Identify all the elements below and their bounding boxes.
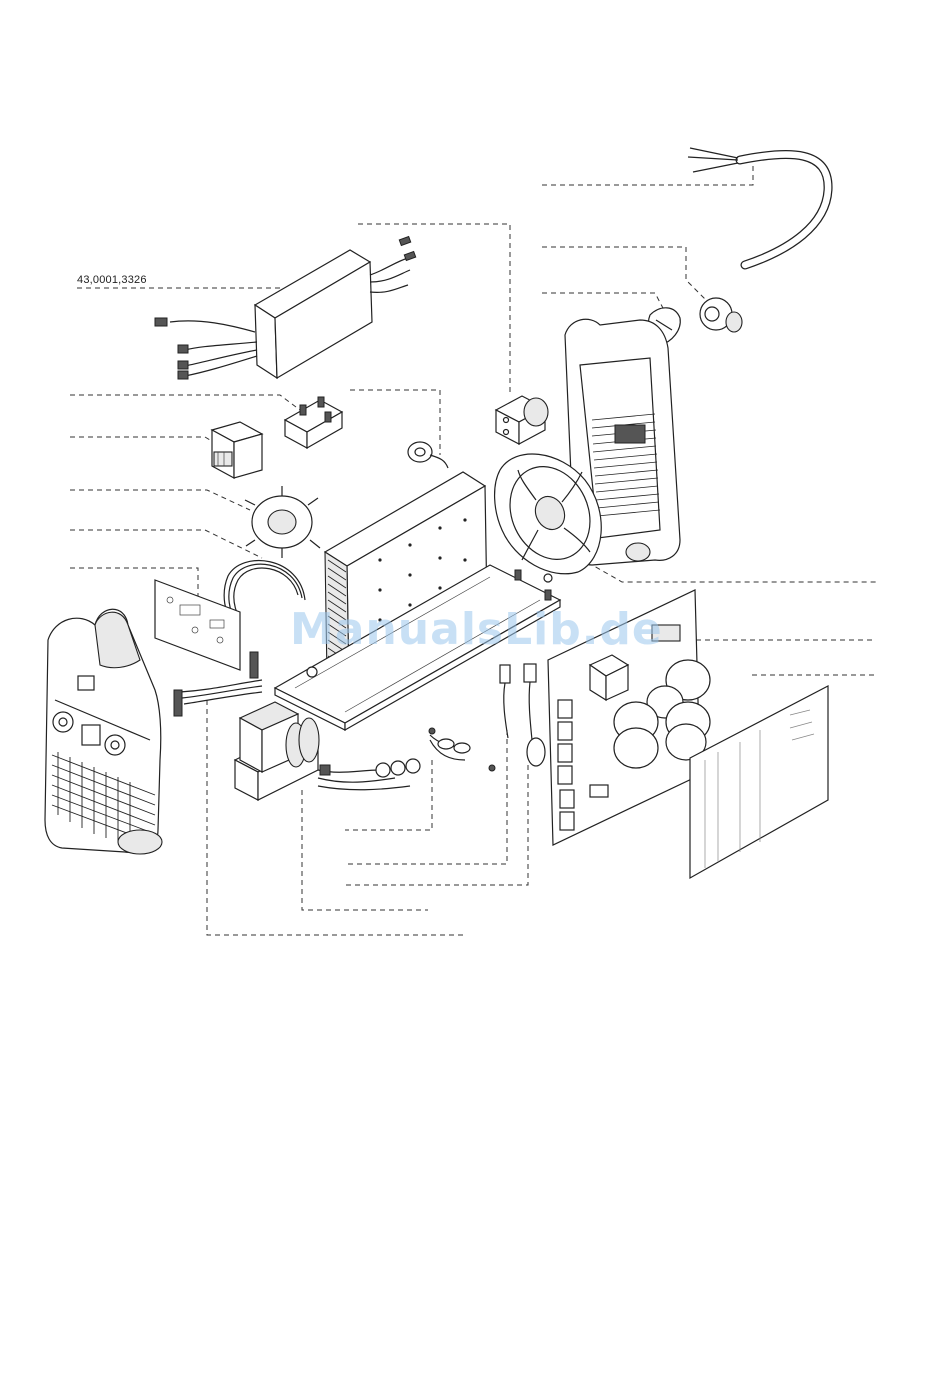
leader-rear-clip <box>542 293 664 310</box>
ferrite-ring <box>408 442 448 468</box>
cable-harness <box>429 728 495 771</box>
front-housing <box>45 609 162 854</box>
choke <box>245 486 320 558</box>
strain-relief <box>700 298 742 332</box>
leader-ribbon-cable <box>70 530 262 558</box>
leader-main-transformer <box>302 790 428 910</box>
leader-mains-cable <box>542 164 753 185</box>
leader-sensor-cable <box>345 730 507 864</box>
part-number-label: 43,0001,3326 <box>77 274 147 286</box>
leader-small-transformer <box>70 437 215 443</box>
mains-cable <box>688 148 828 265</box>
leader-strain-relief <box>542 247 706 300</box>
leader-choke <box>70 490 250 510</box>
small-transformer <box>212 422 262 478</box>
watermark-text: ManualsLib.de <box>290 604 663 655</box>
filter-module <box>155 236 416 379</box>
leader-relay <box>70 395 300 410</box>
main-switch <box>496 396 548 444</box>
side-panel <box>690 686 828 878</box>
leader-main-switch <box>358 224 510 395</box>
leader-thermo-cable <box>345 765 528 885</box>
